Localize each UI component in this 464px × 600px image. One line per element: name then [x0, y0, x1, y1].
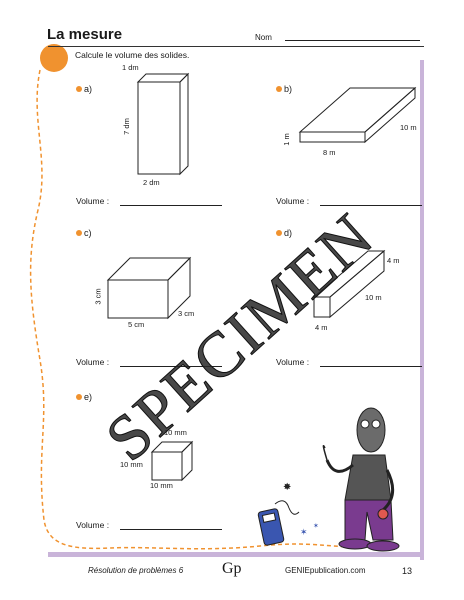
dim-e-top: 10 mm: [164, 428, 187, 437]
problem-a-label: a): [76, 84, 92, 94]
bullet-icon: [76, 86, 82, 92]
solid-e: [150, 440, 194, 482]
svg-text:✸: ✸: [283, 482, 291, 493]
dim-d-bottom: 4 m: [315, 323, 328, 332]
svg-text:✶: ✶: [313, 522, 319, 530]
svg-text:✶: ✶: [300, 527, 308, 537]
problem-b-label: b): [276, 84, 292, 94]
dim-e-left: 10 mm: [120, 460, 143, 469]
volume-c-field[interactable]: [120, 366, 222, 367]
volume-a-field[interactable]: [120, 205, 222, 206]
cartoon-illustration: ✶ ✶ ✸: [257, 407, 400, 552]
instruction-text: Calcule le volume des solides.: [75, 50, 190, 60]
dim-c-depth: 3 cm: [178, 309, 195, 318]
dim-b-width: 8 m: [323, 148, 336, 157]
bullet-icon: [276, 230, 282, 236]
publisher-logo: Gp: [222, 560, 242, 577]
dim-c-height: 3 cm: [93, 288, 103, 305]
solid-c: [106, 256, 192, 320]
dim-b-length: 10 m: [400, 123, 417, 132]
solid-b: [298, 86, 417, 144]
dim-e-bottom: 10 mm: [150, 481, 173, 490]
volume-d-label: Volume :: [276, 357, 310, 367]
name-field[interactable]: [285, 40, 420, 41]
volume-c-label: Volume :: [76, 357, 110, 367]
dim-c-width: 5 cm: [128, 320, 145, 329]
orange-circle-icon: [40, 44, 68, 72]
dim-b-height: 1 m: [281, 133, 291, 146]
page-number: 13: [402, 566, 413, 576]
dim-d-length: 10 m: [365, 293, 382, 302]
header-rule: [48, 46, 424, 47]
page-title: La mesure: [47, 26, 123, 43]
dim-d-top: 4 m: [387, 256, 400, 265]
bullet-icon: [76, 230, 82, 236]
volume-b-label: Volume :: [276, 196, 310, 206]
volume-e-field[interactable]: [120, 529, 222, 530]
footer-website: GENIEpublication.com: [285, 566, 366, 575]
dim-a-top: 1 dm: [122, 63, 139, 72]
problem-d-label: d): [276, 228, 292, 238]
dim-a-side: 7 dm: [121, 118, 131, 135]
volume-b-field[interactable]: [320, 205, 422, 206]
problem-e-label: e): [76, 392, 92, 402]
volume-d-field[interactable]: [320, 366, 422, 367]
dim-a-bottom: 2 dm: [143, 178, 160, 187]
volume-a-label: Volume :: [76, 196, 110, 206]
name-label: Nom: [255, 33, 272, 42]
footer-book-title: Résolution de problèmes 6: [88, 566, 184, 575]
solid-a: [136, 72, 190, 176]
solid-d: [312, 249, 386, 319]
bullet-icon: [276, 86, 282, 92]
volume-e-label: Volume :: [76, 520, 110, 530]
problem-c-label: c): [76, 228, 92, 238]
bullet-icon: [76, 394, 82, 400]
